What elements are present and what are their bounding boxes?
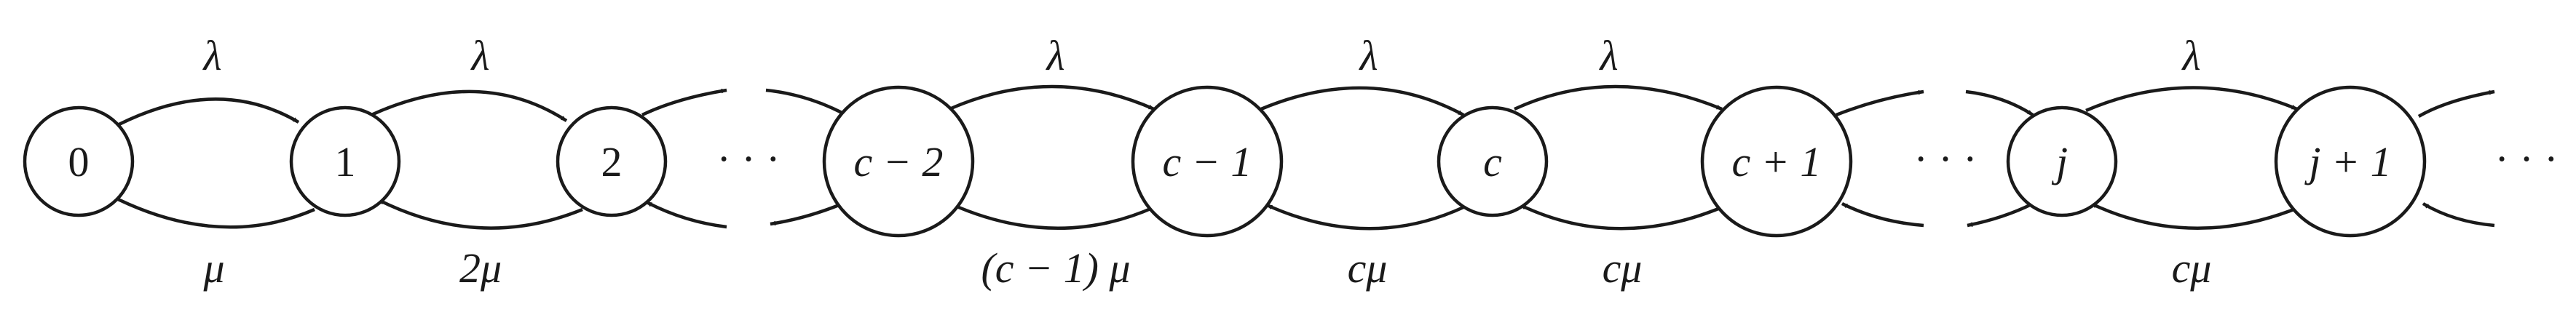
arrival-arrow-in-c2 [765,88,848,116]
arrival-rate-label: λ [470,32,489,79]
state-node-j [2006,105,2118,217]
ellipsis-1: · · · [717,135,781,183]
state-node-c-minus-1 [1131,85,1284,238]
state-label: c − 1 [1163,138,1252,185]
state-node-c [1437,105,1549,217]
state-label: c − 2 [854,138,944,185]
service-arrow-in-j1 [2422,202,2495,228]
state-label: j + 1 [2304,138,2391,185]
service-arrow-2-1 [377,198,583,230]
ellipsis-2: · · · [1914,135,1978,183]
service-arrow-j-out [1967,201,2034,228]
service-rate-label: cμ [2172,244,2212,292]
state-label: 0 [68,138,90,185]
arrival-arrow-1-2 [371,89,568,122]
ellipsis-3: · · · [2495,135,2559,183]
state-label: 1 [335,138,356,185]
arrival-arrow-j1-out [2417,89,2495,118]
arrival-arrow-c2-c1 [949,84,1155,111]
service-arrow-cp1-c [1520,203,1723,231]
service-arrow-1-0 [108,193,315,229]
service-arrow-c1-c2 [949,201,1155,230]
state-label: c [1483,138,1502,185]
arrival-rate-label: λ [1358,32,1378,79]
arrival-arrow-j-j1 [2085,86,2298,113]
service-arrow-c2-out [770,200,847,226]
arrival-arrow-2-out [641,88,727,117]
service-rate-label: cμ [1603,244,1643,292]
arrival-rate-label: λ [1598,32,1618,79]
service-rate-label: 2μ [459,244,502,292]
service-arrow-in-2 [645,201,727,229]
arrival-rate-label: λ [2181,32,2200,79]
state-node-j-plus-1 [2274,85,2427,238]
arrival-arrow-c1-c [1260,86,1465,116]
service-arrow-in-cp1 [1841,201,1924,228]
state-node-c-minus-2 [822,85,975,238]
state-node-c-plus-1 [1700,85,1853,238]
state-node-0 [23,105,135,217]
state-label: c + 1 [1732,138,1822,185]
arrival-arrow-cp1-out [1836,89,1924,117]
arrival-arrow-0-1 [108,97,300,131]
service-rate-label: μ [202,244,224,292]
service-arrow-j1-j [2090,201,2300,230]
service-rate-label: cμ [1348,244,1388,292]
state-label: 2 [601,138,623,185]
arrival-rate-label: λ [1045,32,1064,79]
service-rate-label: (c − 1) μ [981,244,1130,292]
state-node-2 [556,105,668,217]
state-node-1 [289,105,401,217]
arrival-arrow-c-cp1 [1514,84,1723,111]
service-arrow-c-c1 [1266,203,1464,231]
arrival-arrow-in-j [1965,89,2034,116]
arrival-rate-label: λ [202,32,221,79]
